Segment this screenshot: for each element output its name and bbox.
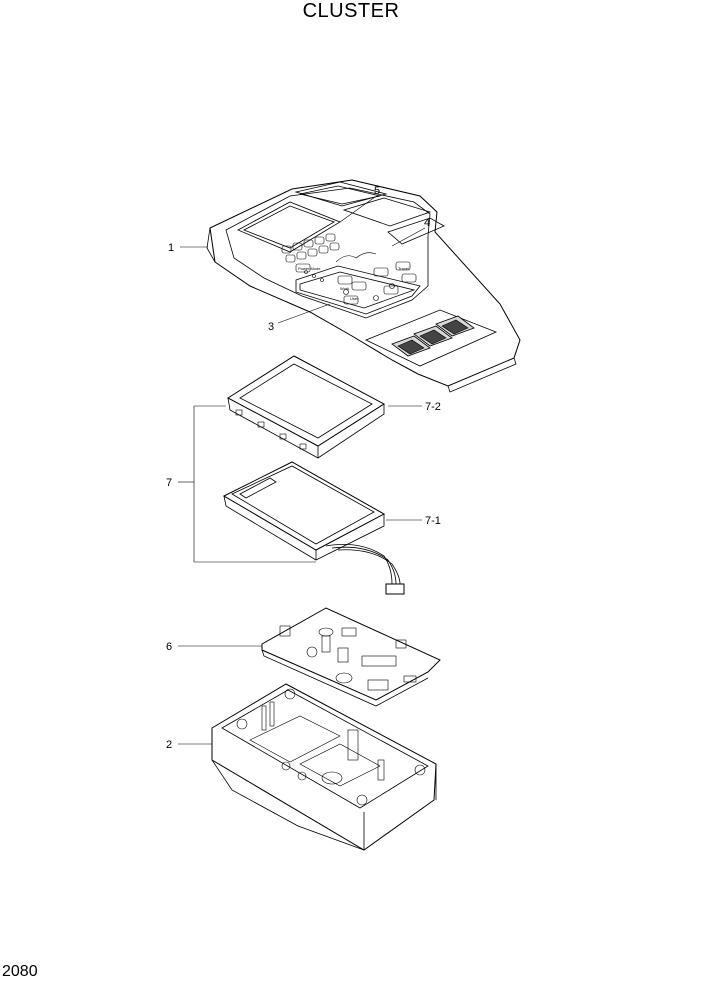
lcd-frame-part — [227, 355, 385, 459]
rear-case-part — [211, 683, 437, 851]
power-mode-label: Power Mode — [298, 266, 321, 271]
callout-5: 5 — [374, 185, 380, 197]
pcb-part — [261, 607, 441, 707]
callout-6: 6 — [166, 641, 172, 653]
leader-lines — [178, 196, 426, 745]
callout-7-1: 7-1 — [425, 515, 441, 527]
callout-1: 1 — [168, 242, 174, 254]
front-case-part — [206, 179, 521, 393]
page-number: 2080 — [2, 963, 38, 980]
lcd-module-part — [222, 461, 405, 595]
callout-7: 7 — [166, 477, 172, 489]
travel-label: Travel — [398, 266, 409, 271]
callout-4: 4 — [424, 217, 430, 229]
callout-2: 2 — [166, 739, 172, 751]
callout-3: 3 — [268, 321, 274, 333]
page-title: CLUSTER — [302, 0, 400, 22]
user-mode-label: User — [350, 296, 359, 301]
callout-7-2: 7-2 — [425, 401, 441, 413]
work-mode-label: Work — [340, 286, 349, 291]
